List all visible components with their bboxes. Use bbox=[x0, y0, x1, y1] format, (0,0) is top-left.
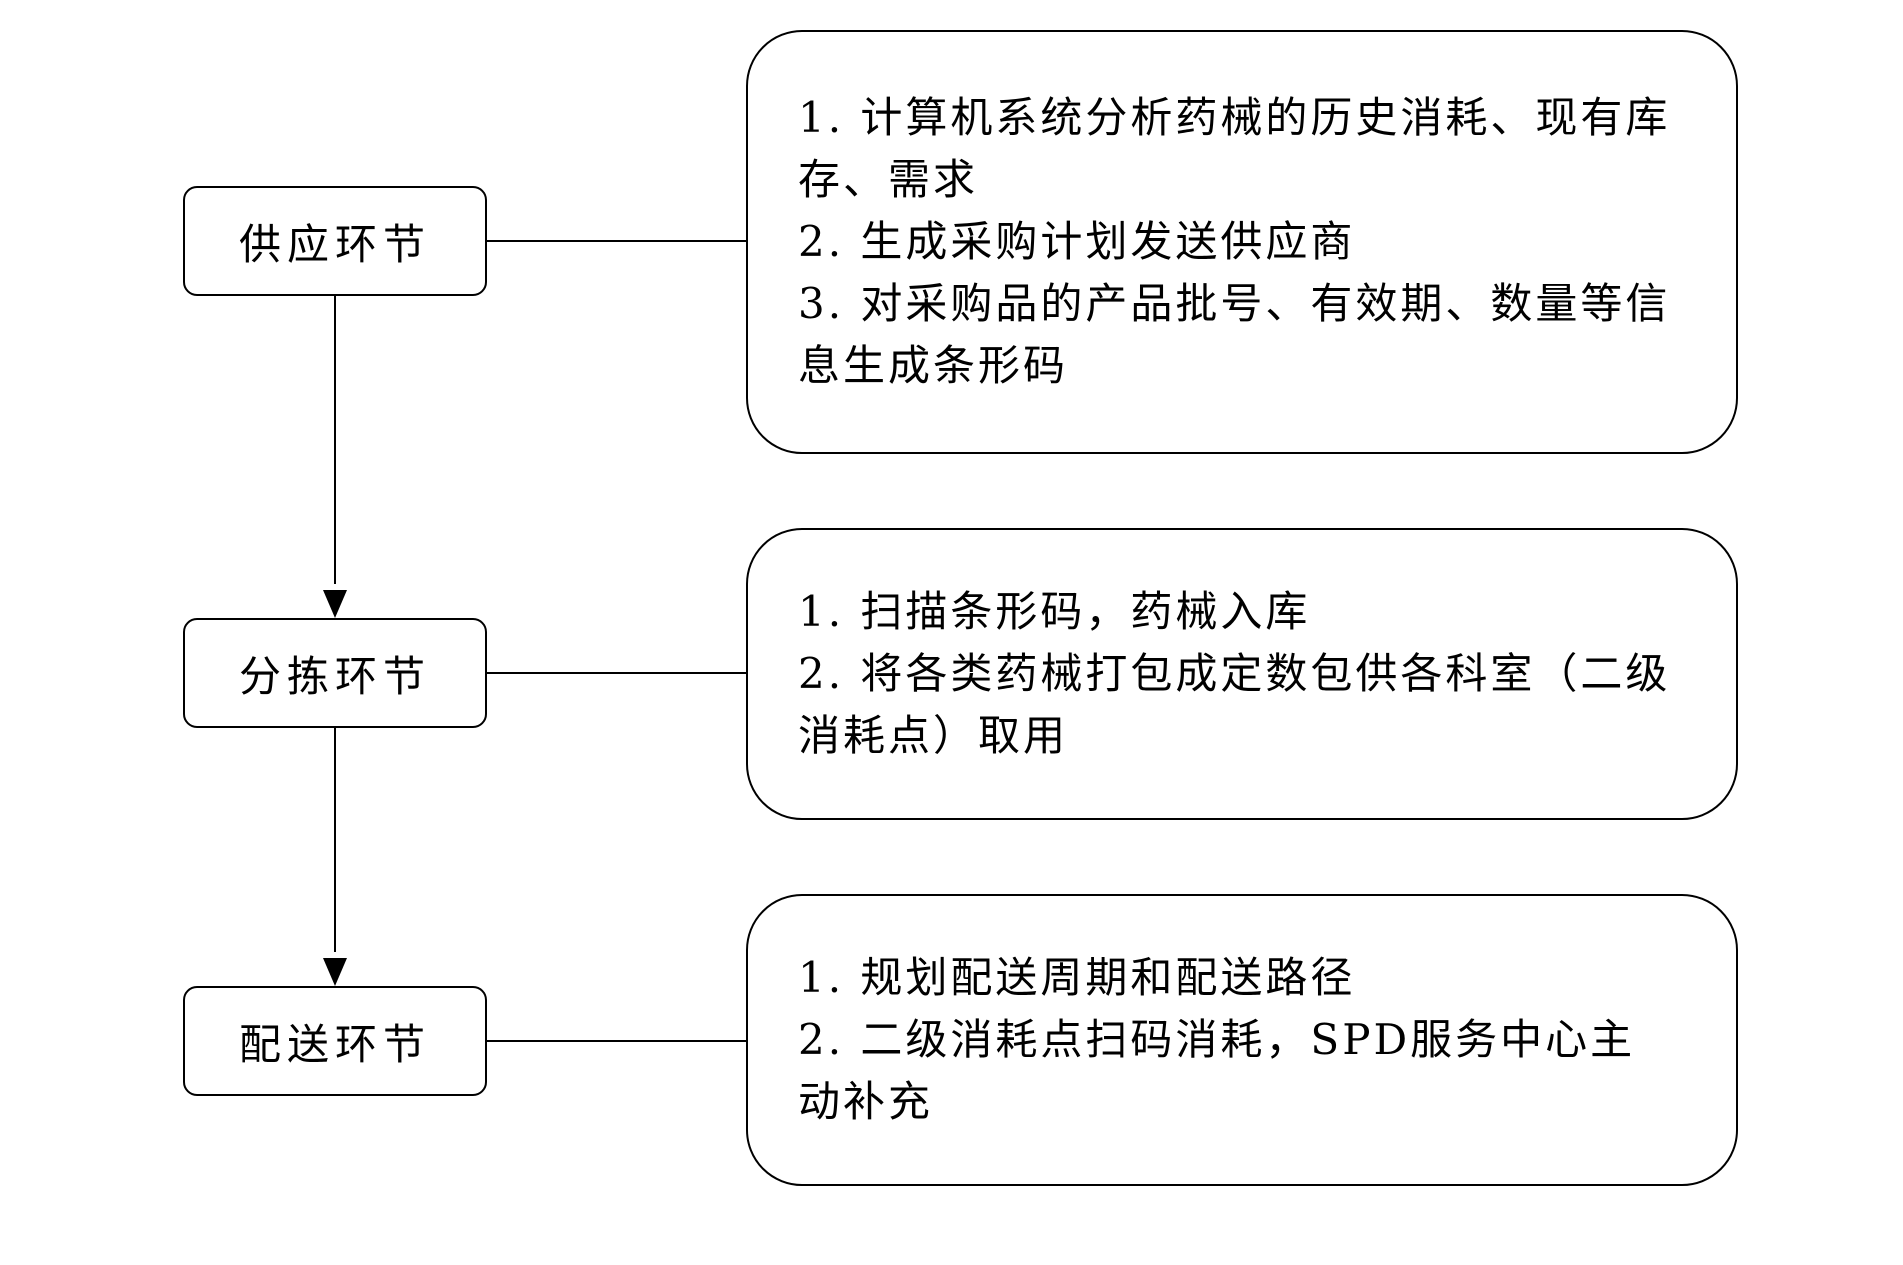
detail-box-sorting: 1. 扫描条形码，药械入库 2. 将各类药械打包成定数包供各科室（二级消耗点）取… bbox=[746, 528, 1738, 820]
stage-label-delivery: 配送环节 bbox=[238, 1019, 431, 1069]
stage-box-delivery: 配送环节 bbox=[183, 986, 487, 1096]
stage-label-supply: 供应环节 bbox=[238, 219, 431, 269]
stage-box-sorting: 分拣环节 bbox=[183, 618, 487, 728]
arrowhead-sorting-to-delivery bbox=[323, 958, 347, 986]
detail-item: 2. 将各类药械打包成定数包供各科室（二级消耗点）取用 bbox=[798, 649, 1671, 760]
stage-box-supply: 供应环节 bbox=[183, 186, 487, 296]
detail-item: 1. 计算机系统分析药械的历史消耗、现有库存、需求 bbox=[798, 93, 1671, 204]
detail-item: 1. 扫描条形码，药械入库 bbox=[798, 587, 1311, 636]
detail-item: 2. 生成采购计划发送供应商 bbox=[798, 217, 1356, 266]
detail-box-supply: 1. 计算机系统分析药械的历史消耗、现有库存、需求 2. 生成采购计划发送供应商… bbox=[746, 30, 1738, 454]
detail-item: 1. 规划配送周期和配送路径 bbox=[798, 953, 1356, 1002]
detail-item: 2. 二级消耗点扫码消耗，SPD服务中心主动补充 bbox=[798, 1015, 1636, 1126]
arrowhead-supply-to-sorting bbox=[323, 590, 347, 618]
detail-box-delivery: 1. 规划配送周期和配送路径 2. 二级消耗点扫码消耗，SPD服务中心主动补充 bbox=[746, 894, 1738, 1186]
detail-item: 3. 对采购品的产品批号、有效期、数量等信息生成条形码 bbox=[798, 279, 1671, 390]
stage-label-sorting: 分拣环节 bbox=[238, 651, 431, 701]
